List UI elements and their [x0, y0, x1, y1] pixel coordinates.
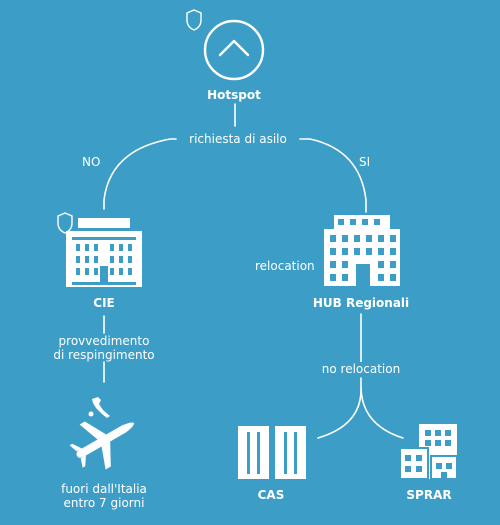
shield-icon: [186, 9, 202, 31]
relocation-label: relocation: [255, 259, 315, 273]
hotspot-label: Hotspot: [207, 88, 261, 102]
no-relocation-label: no relocation: [317, 362, 405, 377]
rejection-label-line1: provvedimento: [58, 334, 150, 348]
detention-building-icon: [66, 218, 142, 287]
airplane-icon: [69, 421, 135, 470]
connector-to-cas: [317, 377, 362, 439]
asylum-request-label: richiesta di asilo: [185, 132, 291, 147]
twin-towers-icon: [238, 426, 306, 479]
yes-branch-label: SI: [359, 155, 371, 169]
expulsion-label-line1: fuori dall'Italia: [61, 482, 147, 496]
shield-icon: [57, 212, 73, 234]
connector-no-branch: [103, 138, 177, 210]
housing-complex-icon: [399, 424, 458, 480]
cie-label: CIE: [93, 296, 115, 310]
airplane-italy-icon: [69, 397, 135, 470]
no-branch-label: NO: [82, 155, 101, 169]
rejection-label-line2: di respingimento: [53, 348, 155, 362]
office-building-icon: [324, 215, 400, 286]
connector-yes-branch: [299, 138, 367, 213]
hub-label: HUB Regionali: [312, 296, 410, 310]
sprar-label: SPRAR: [406, 488, 452, 502]
cas-label: CAS: [257, 488, 285, 502]
expulsion-label-line2: entro 7 giorni: [63, 496, 145, 510]
chevron-up-circle-icon: [203, 19, 265, 81]
italy-silhouette-icon: [92, 397, 110, 418]
connector-to-sprar: [360, 387, 404, 439]
sardinia-icon: [88, 411, 94, 417]
